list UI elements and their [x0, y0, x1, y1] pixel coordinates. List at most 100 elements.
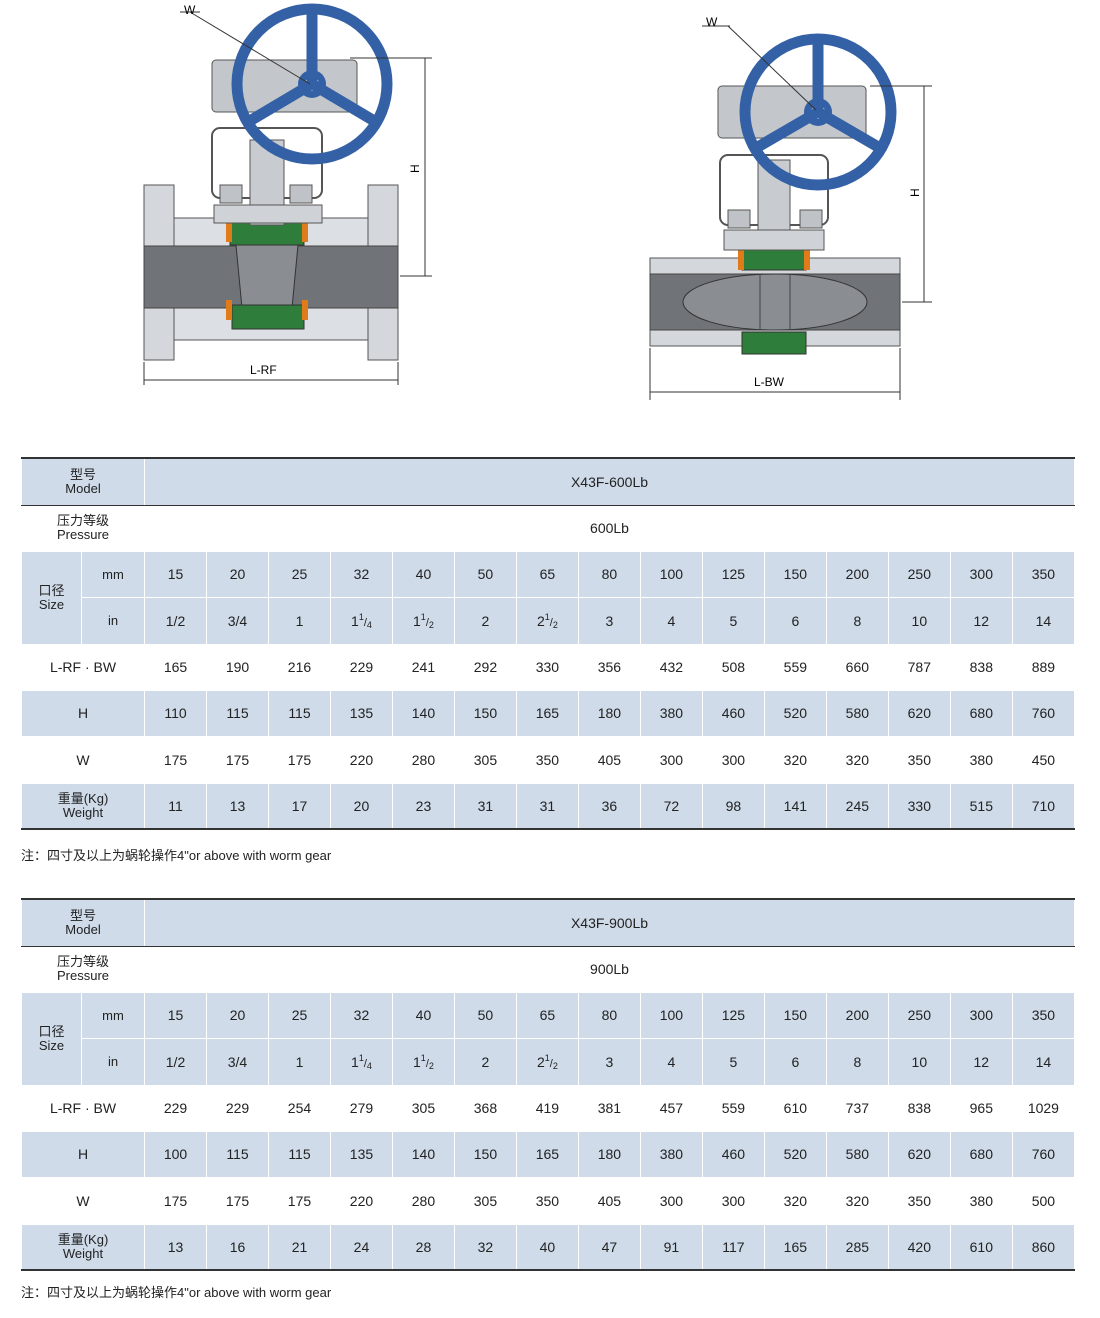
weight-cell: 17 [267, 782, 331, 830]
length-cell: 432 [639, 643, 703, 691]
weight-cell: 23 [391, 782, 455, 830]
w-label: W [20, 1176, 146, 1225]
size-mm-cell: 350 [1011, 550, 1076, 598]
w-cell: 405 [577, 735, 641, 784]
h-cell: 580 [825, 689, 889, 737]
h-cell: 180 [577, 689, 641, 737]
weight-cell: 330 [887, 782, 951, 830]
w-cell: 220 [329, 1176, 393, 1225]
length-cell: 457 [639, 1084, 703, 1132]
weight-cell: 165 [763, 1223, 827, 1271]
weight-label: 重量(Kg)Weight [20, 1223, 146, 1271]
length-cell: 737 [825, 1084, 889, 1132]
size-in-cell: 3 [577, 596, 641, 645]
w-cell: 405 [577, 1176, 641, 1225]
w-cell: 350 [515, 735, 579, 784]
size-in-cell: 11/2 [391, 596, 455, 645]
h-cell: 460 [701, 1130, 765, 1178]
weight-cell: 20 [329, 782, 393, 830]
length-cell: 190 [206, 643, 269, 691]
length-cell: 292 [453, 643, 517, 691]
size-mm-cell: 100 [639, 991, 703, 1039]
h-label-left: H [408, 164, 422, 173]
w-cell: 305 [453, 1176, 517, 1225]
size-mm-cell: 50 [453, 991, 517, 1039]
size-mm-cell: 20 [206, 991, 269, 1039]
w-cell: 175 [267, 735, 331, 784]
size-mm-cell: 25 [267, 550, 331, 598]
mm-label: mm [80, 991, 146, 1039]
w-cell: 350 [515, 1176, 579, 1225]
w-cell: 175 [206, 735, 269, 784]
h-cell: 680 [949, 1130, 1013, 1178]
length-cell: 229 [329, 643, 393, 691]
w-cell: 320 [825, 1176, 889, 1225]
h-cell: 110 [144, 689, 207, 737]
w-cell: 305 [453, 735, 517, 784]
h-cell: 115 [206, 689, 269, 737]
size-in-cell: 5 [701, 1037, 765, 1086]
weight-cell: 28 [391, 1223, 455, 1271]
size-in-cell: 2 [453, 596, 517, 645]
size-mm-cell: 300 [949, 991, 1013, 1039]
h-cell: 100 [144, 1130, 207, 1178]
in-label: in [80, 596, 146, 645]
w-cell: 220 [329, 735, 393, 784]
length-cell: 368 [453, 1084, 517, 1132]
size-mm-cell: 40 [391, 991, 455, 1039]
length-cell: 254 [267, 1084, 331, 1132]
h-cell: 580 [825, 1130, 889, 1178]
pressure-value: 900Lb [144, 945, 1075, 993]
size-mm-cell: 15 [144, 991, 207, 1039]
size-mm-cell: 40 [391, 550, 455, 598]
size-in-cell: 8 [825, 1037, 889, 1086]
size-in-cell: 3 [577, 1037, 641, 1086]
size-mm-cell: 15 [144, 550, 207, 598]
size-mm-cell: 250 [887, 991, 951, 1039]
h-cell: 140 [391, 689, 455, 737]
valve-drawing-bw: W H L-BW [649, 15, 932, 400]
w-cell: 280 [391, 735, 455, 784]
size-in-cell: 2 [453, 1037, 517, 1086]
w-cell: 175 [267, 1176, 331, 1225]
h-cell: 520 [763, 689, 827, 737]
size-in-cell: 14 [1011, 596, 1076, 645]
h-cell: 620 [887, 1130, 951, 1178]
w-cell: 300 [701, 735, 765, 784]
size-mm-cell: 65 [515, 550, 579, 598]
weight-cell: 13 [206, 782, 269, 830]
size-mm-cell: 32 [329, 991, 393, 1039]
model-value: X43F-600Lb [144, 457, 1075, 506]
weight-cell: 72 [639, 782, 703, 830]
length-cell: 559 [701, 1084, 765, 1132]
h-cell: 140 [391, 1130, 455, 1178]
size-mm-cell: 200 [825, 550, 889, 598]
length-cell: 381 [577, 1084, 641, 1132]
size-in-cell: 6 [763, 596, 827, 645]
w-cell: 300 [639, 1176, 703, 1225]
w-cell: 175 [144, 1176, 207, 1225]
length-cell: 279 [329, 1084, 393, 1132]
length-cell: 216 [267, 643, 331, 691]
weight-cell: 860 [1011, 1223, 1076, 1271]
weight-cell: 31 [453, 782, 517, 830]
h-cell: 520 [763, 1130, 827, 1178]
size-in-cell: 1 [267, 1037, 331, 1086]
size-in-cell: 21/2 [515, 596, 579, 645]
size-in-cell: 1 [267, 596, 331, 645]
weight-cell: 47 [577, 1223, 641, 1271]
h-cell: 135 [329, 689, 393, 737]
w-cell: 320 [763, 1176, 827, 1225]
pressure-value: 600Lb [144, 504, 1075, 552]
